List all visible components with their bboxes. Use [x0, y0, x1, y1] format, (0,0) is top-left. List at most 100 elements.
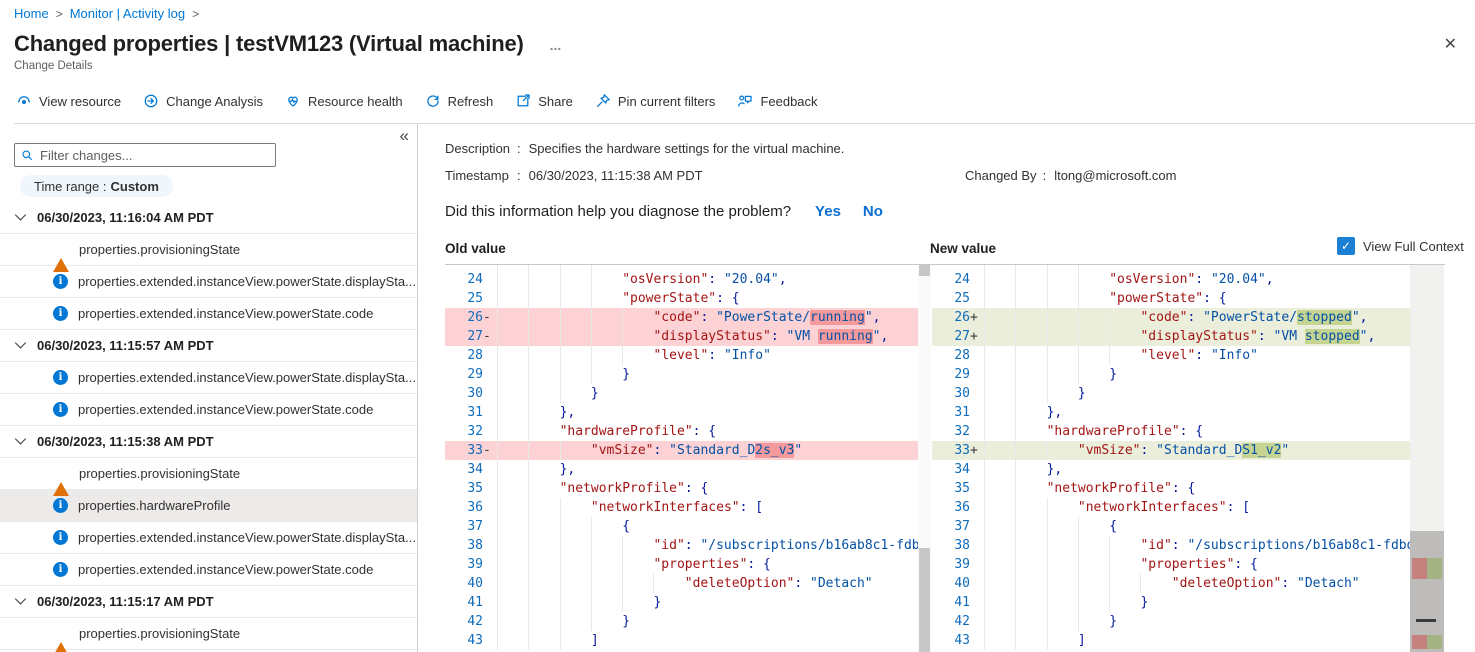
line-number: 24	[467, 272, 483, 287]
filter-changes-input[interactable]	[40, 147, 269, 163]
time-range-filter-pill[interactable]: Time range : Custom	[20, 175, 173, 197]
code-line: 28"level": "Info"	[445, 346, 918, 365]
yes-button[interactable]: Yes	[815, 203, 841, 220]
code-line: 40"deleteOption": "Detach"	[932, 574, 1410, 593]
line-number: 26+	[954, 310, 978, 325]
diff-minimap[interactable]	[1410, 265, 1444, 652]
diagnose-question: Did this information help you diagnose t…	[445, 203, 792, 220]
line-number: 36	[467, 500, 483, 515]
line-number: 40	[467, 576, 483, 591]
code-line: 24"osVersion": "20.04",	[932, 270, 1410, 289]
line-number: 41	[467, 595, 483, 610]
page-header: Home>Monitor | Activity log> Changed pro…	[0, 0, 1475, 124]
change-list-item[interactable]: i properties.hardwareProfile	[0, 490, 417, 522]
warning-icon	[53, 624, 69, 652]
change-group-header[interactable]: 06/30/2023, 11:15:17 AM PDT	[0, 586, 417, 618]
refresh-button[interactable]: Refresh	[425, 93, 493, 109]
info-icon: i	[53, 530, 68, 545]
line-number: 32	[954, 424, 970, 439]
line-number: 28	[954, 348, 970, 363]
line-number: 31	[954, 405, 970, 420]
resource-health-button[interactable]: Resource health	[285, 93, 403, 109]
old-value-label: Old value	[445, 241, 506, 256]
code-line: 23	[932, 265, 1410, 270]
line-number: 30	[467, 386, 483, 401]
change-group-header[interactable]: 06/30/2023, 11:15:57 AM PDT	[0, 330, 417, 362]
feedback-button[interactable]: Feedback	[737, 93, 818, 109]
code-line: 42}	[445, 612, 918, 631]
code-line: 42}	[932, 612, 1410, 631]
change-group-header[interactable]: 06/30/2023, 11:16:04 AM PDT	[0, 202, 417, 234]
feedback-icon	[738, 95, 753, 107]
breadcrumb: Home>Monitor | Activity log>	[14, 6, 1475, 24]
minimap-slider[interactable]	[1410, 531, 1444, 652]
line-number: 41	[954, 595, 970, 610]
code-line: 31},	[445, 403, 918, 422]
change-detail-panel: Description : Specifies the hardware set…	[418, 124, 1475, 652]
code-line: 28"level": "Info"	[932, 346, 1410, 365]
info-icon: i	[53, 498, 68, 513]
line-number: 24	[954, 272, 970, 287]
breadcrumb-link[interactable]: Monitor | Activity log	[69, 6, 186, 21]
view-resource-button[interactable]: View resource	[16, 93, 121, 109]
change-list-item[interactable]: properties.provisioningState	[0, 458, 417, 496]
line-number: 43	[954, 633, 970, 648]
more-options-icon[interactable]: ...	[549, 37, 562, 53]
warning-icon	[53, 240, 69, 272]
code-line: 43]	[932, 631, 1410, 650]
checkbox-check-icon: ✓	[1337, 237, 1355, 255]
line-number: 28	[467, 348, 483, 363]
breadcrumb-link[interactable]: Home	[14, 6, 49, 21]
change-group-header[interactable]: 06/30/2023, 11:15:38 AM PDT	[0, 426, 417, 458]
change-analysis-button[interactable]: Change Analysis	[143, 93, 263, 109]
change-property-label: properties.hardwareProfile	[78, 498, 231, 513]
close-icon[interactable]: ✕	[1443, 36, 1457, 53]
change-list-item[interactable]: properties.provisioningState	[0, 618, 417, 652]
code-line: 25"powerState": {	[932, 289, 1410, 308]
change-property-label: properties.provisioningState	[79, 466, 241, 481]
pin-current-filters-button[interactable]: Pin current filters	[595, 93, 715, 109]
description-value: Specifies the hardware settings for the …	[528, 141, 845, 156]
code-line: 40"deleteOption": "Detach"	[445, 574, 918, 593]
no-button[interactable]: No	[862, 203, 883, 220]
change-list-item[interactable]: properties.provisioningState	[0, 234, 417, 272]
code-line: 24"osVersion": "20.04",	[445, 270, 918, 289]
new-value-pane: 2324"osVersion": "20.04",25"powerState":…	[932, 265, 1410, 652]
change-group-timestamp: 06/30/2023, 11:16:04 AM PDT	[37, 210, 214, 225]
change-property-label: properties.extended.instanceView.powerSt…	[78, 370, 416, 385]
code-line: 41}	[932, 593, 1410, 612]
timestamp-value: 06/30/2023, 11:15:38 AM PDT	[528, 168, 703, 183]
line-number: 38	[954, 538, 970, 553]
chevron-down-icon	[14, 213, 27, 222]
changes-sidebar: « Time range : Custom 06/30/2023, 11:16:…	[0, 124, 418, 652]
chevron-down-icon	[14, 437, 27, 446]
code-line: 26+"code": "PowerState/stopped",	[932, 308, 1410, 327]
line-number: 42	[467, 614, 483, 629]
collapse-sidebar-icon[interactable]: «	[399, 126, 409, 145]
code-line: 35"networkProfile": {	[932, 479, 1410, 498]
line-number: 33-	[467, 443, 491, 458]
time-range-label: Time range :	[34, 178, 107, 194]
code-line: 33-"vmSize": "Standard_D2s_v3"	[445, 441, 918, 460]
old-value-pane: 2324"osVersion": "20.04",25"powerState":…	[445, 265, 918, 652]
view-full-context-checkbox[interactable]: ✓ View Full Context	[1337, 237, 1464, 255]
view-full-context-label: View Full Context	[1363, 238, 1464, 254]
line-number: 26-	[467, 310, 491, 325]
change-analysis-icon	[144, 94, 158, 108]
share-button[interactable]: Share	[515, 93, 573, 109]
view-resource-icon	[18, 96, 30, 104]
scrollbar-thumb[interactable]	[919, 548, 930, 652]
line-number: 39	[954, 557, 970, 572]
breadcrumb-separator: >	[192, 7, 200, 21]
old-pane-scrollbar[interactable]	[918, 265, 931, 652]
line-number: 27+	[954, 329, 978, 344]
code-line: 29}	[445, 365, 918, 384]
chevron-down-icon	[14, 341, 27, 350]
code-line: 37{	[445, 517, 918, 536]
